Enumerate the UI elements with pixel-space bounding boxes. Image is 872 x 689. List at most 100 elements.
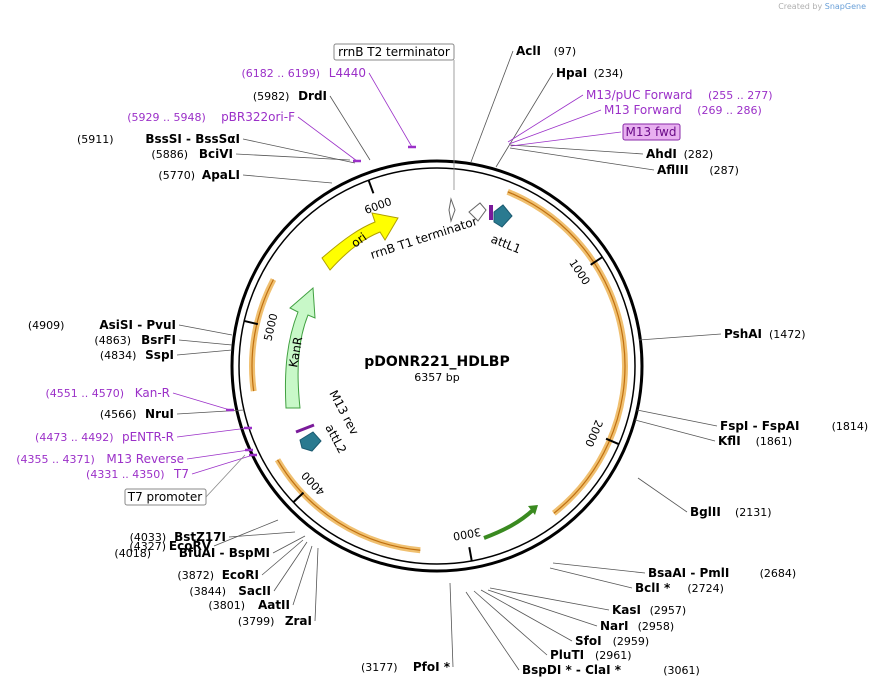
primer-position: (269 .. 286) [697,104,762,117]
primer-leader [508,109,602,145]
enzyme-name: BsaAI - PmlI [648,566,729,580]
enzyme-name: AatII [258,598,290,612]
feature-arc-right-edge [512,193,626,514]
terminator-t1-glyph [468,202,487,222]
tick-label: 1000 [566,257,592,288]
enzyme-leader [176,349,233,356]
enzyme-name: BciVI [199,147,233,161]
feature-arc [506,189,617,302]
enzyme-position: (282) [684,148,714,161]
attl1-label: attL1 [489,232,523,257]
primer-leader [507,94,584,143]
tick-mark [243,319,259,326]
tick-mark [605,437,620,446]
enzyme-position: (234) [594,67,624,80]
enzyme-name: BspDI * - ClaI * [522,663,622,677]
enzyme-position: (5982) [253,90,290,103]
enzyme-leader [638,333,722,341]
primer-leader [172,392,231,411]
enzyme-name: ApaLI [202,168,240,182]
enzyme-name: EcoRI [222,568,259,582]
attl2-glyph [299,431,322,452]
primer-leader [191,454,254,475]
enzyme-position: (1861) [756,435,793,448]
enzyme-position: (2958) [638,620,675,633]
primer-position: (6182 .. 6199) [241,67,320,80]
enzyme-name: SacII [238,584,271,598]
enzyme-leader [314,547,319,622]
enzyme-leader [228,531,296,538]
enzyme-leader [273,541,308,592]
primer-leader [176,427,249,438]
enzyme-name: PshAI [724,327,762,341]
enzyme-name: HpaI [556,66,587,80]
t7-promoter-text: T7 promoter [127,490,203,504]
feature-arc [274,458,421,554]
enzyme-leader [480,589,573,642]
primer-position: (4331 .. 4350) [86,468,165,481]
primer-position: (5929 .. 5948) [127,111,206,124]
primer-leader [186,449,250,460]
enzyme-leader [242,174,333,184]
enzyme-name: AhdI [646,147,677,161]
enzyme-leader [213,519,279,547]
attl1-primer-mark [489,205,493,220]
feature-arcs [249,189,628,554]
enzyme-position: (3844) [189,585,226,598]
enzyme-leader [470,50,514,163]
enzyme-name: KasI [612,603,641,617]
enzyme-leader [509,147,655,171]
enzyme-position: (2957) [650,604,687,617]
tick-label: 3000 [452,525,482,543]
enzyme-leader [235,153,351,161]
enzyme-name: SfoI [575,634,602,648]
enzyme-name: PluTI [550,648,584,662]
enzyme-name: BclI * [635,581,671,595]
m13-fwd-box: M13 fwd [622,123,681,141]
ori-feature: ori [321,212,399,271]
enzyme-position: (4909) [28,319,65,332]
enzyme-leader [634,419,716,442]
enzyme-leader [449,582,454,668]
primer-name: L4440 [329,66,366,80]
backbone-outer [230,159,644,573]
primer-name: M13 Reverse [106,452,184,466]
enzyme-name: BglII [690,505,721,519]
enzyme-leader [509,144,644,155]
attl2-primer-mark [295,423,315,434]
primer-name: Kan-R [135,386,170,400]
plasmid-length: 6357 bp [414,371,459,384]
enzyme-name: DrdI [298,89,327,103]
enzyme-leader [272,535,306,554]
enzyme-position: (5770) [158,169,195,182]
enzyme-leader [489,587,610,611]
enzyme-name: BssSI - BssSαI [145,132,240,146]
primer-name: M13/pUC Forward [586,88,693,102]
enzyme-leader [487,589,598,627]
primer-leader [368,72,413,148]
label-leaders [172,50,722,671]
tick-mark [292,491,305,503]
tick-label: 2000 [582,418,605,449]
enzyme-leader [473,590,548,656]
enzyme-leader [636,409,718,427]
enzyme-position: (2131) [735,506,772,519]
enzyme-position: (5886) [151,148,188,161]
enzyme-leader [495,72,554,168]
snapgene-credit: Created by SnapGene [778,2,866,11]
enzyme-position: (5911) [77,133,114,146]
enzyme-position: (287) [709,164,739,177]
enzyme-name: ZraI [285,614,312,628]
primer-name: M13 Forward [604,103,682,117]
enzyme-position: (2684) [760,567,797,580]
enzyme-position: (4566) [100,408,137,421]
enzyme-name: AclI [516,44,541,58]
attl1-glyph [493,204,513,228]
plasmid-name: pDONR221_HDLBP [364,354,509,370]
m13-fwd-text: M13 fwd [626,125,677,139]
primer-position: (4551 .. 4570) [45,387,124,400]
enzyme-leader [552,562,646,574]
enzyme-name: FspI - FspAI [720,419,799,433]
tick-mark [367,179,375,194]
